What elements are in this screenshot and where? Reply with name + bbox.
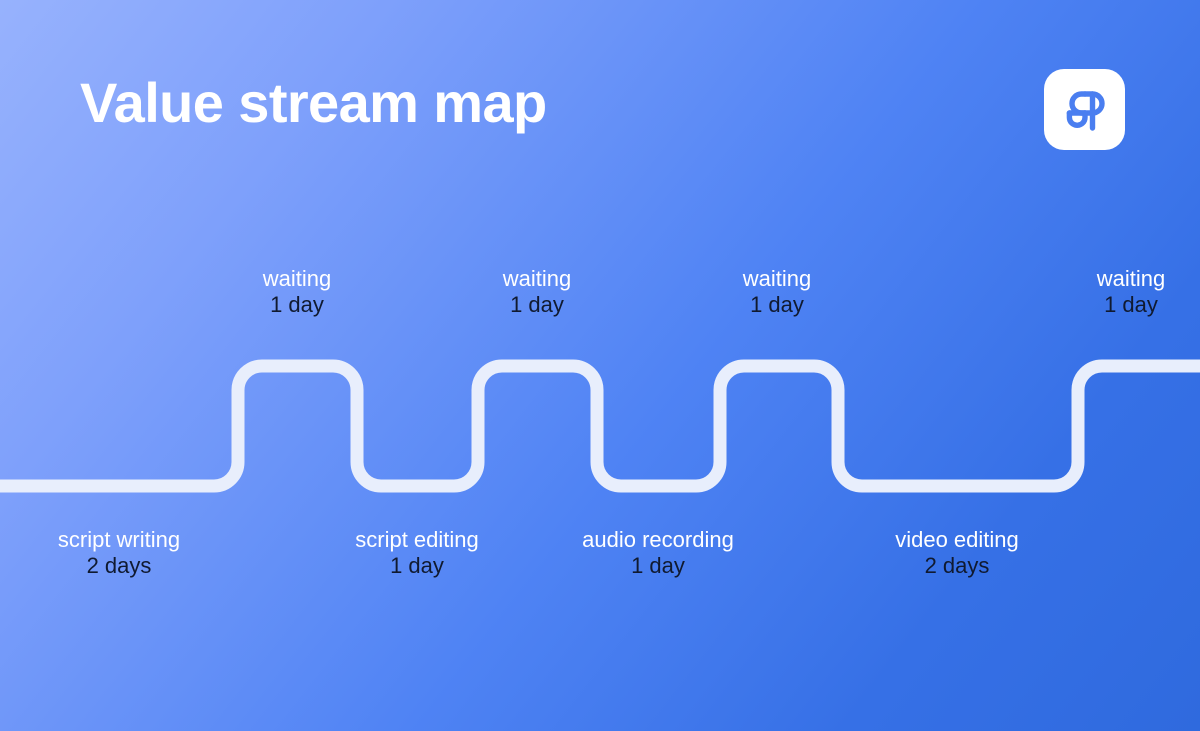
waiting-step-label: waiting	[262, 266, 332, 291]
process-step-duration: 2 days	[86, 552, 152, 578]
waiting-step-2: waiting 1 day	[503, 266, 571, 318]
waiting-step-1: waiting 1 day	[263, 266, 331, 318]
waiting-step-label: waiting	[1096, 266, 1166, 291]
gp-monogram-icon	[1062, 87, 1108, 133]
waiting-step-duration: 1 day	[1104, 291, 1158, 317]
process-step-label: script editing	[355, 527, 479, 552]
waiting-step-duration: 1 day	[510, 291, 564, 317]
process-step-audio-recording: audio recording 1 day	[582, 527, 734, 579]
page-title: Value stream map	[80, 71, 547, 134]
process-step-script-writing: script writing 2 days	[58, 527, 180, 579]
waiting-step-label: waiting	[742, 266, 812, 291]
waiting-step-label: waiting	[502, 266, 572, 291]
waiting-step-4: waiting 1 day	[1097, 266, 1165, 318]
process-step-duration: 1 day	[631, 552, 685, 578]
app-logo	[1044, 69, 1125, 150]
process-step-label: audio recording	[582, 527, 734, 552]
wave-path	[0, 359, 1200, 493]
process-step-label: video editing	[895, 527, 1019, 552]
process-step-duration: 2 days	[924, 552, 990, 578]
waiting-step-duration: 1 day	[270, 291, 324, 317]
waiting-step-3: waiting 1 day	[743, 266, 811, 318]
process-step-video-editing: video editing 2 days	[895, 527, 1019, 579]
waiting-step-duration: 1 day	[750, 291, 804, 317]
process-step-script-editing: script editing 1 day	[355, 527, 479, 579]
process-step-label: script writing	[57, 527, 181, 552]
process-step-duration: 1 day	[390, 552, 444, 578]
